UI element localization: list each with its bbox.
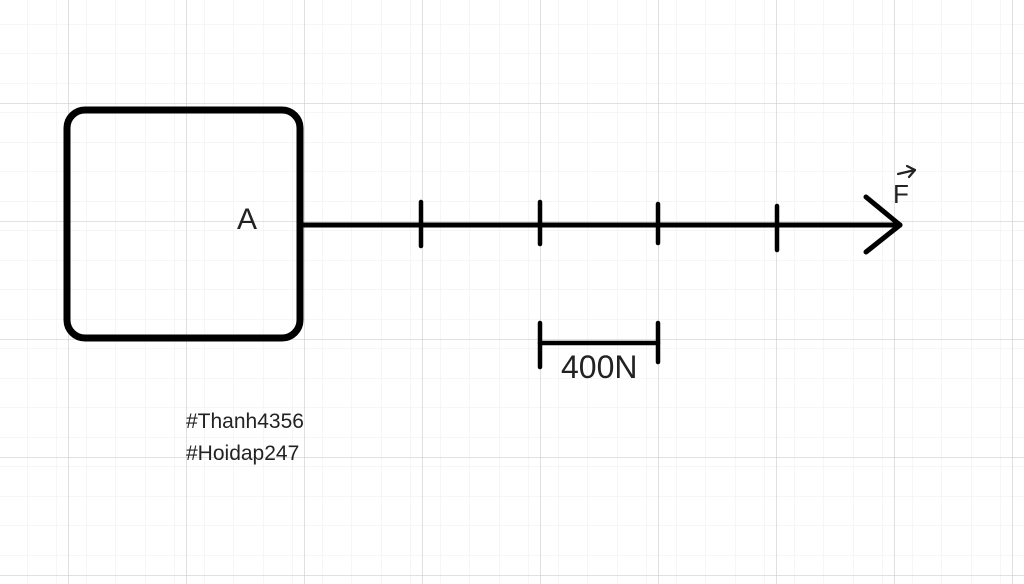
hashtag-hoidap: #Hoidap247 <box>186 442 300 465</box>
point-a-label: A <box>237 203 257 236</box>
vector-arrow-icon <box>896 164 917 179</box>
scale-label: 400N <box>561 349 638 385</box>
force-arrowhead <box>863 194 903 255</box>
scale-bar <box>537 320 661 370</box>
hashtag-thanh: #Thanh4356 <box>186 410 304 433</box>
force-label: F <box>893 179 909 209</box>
